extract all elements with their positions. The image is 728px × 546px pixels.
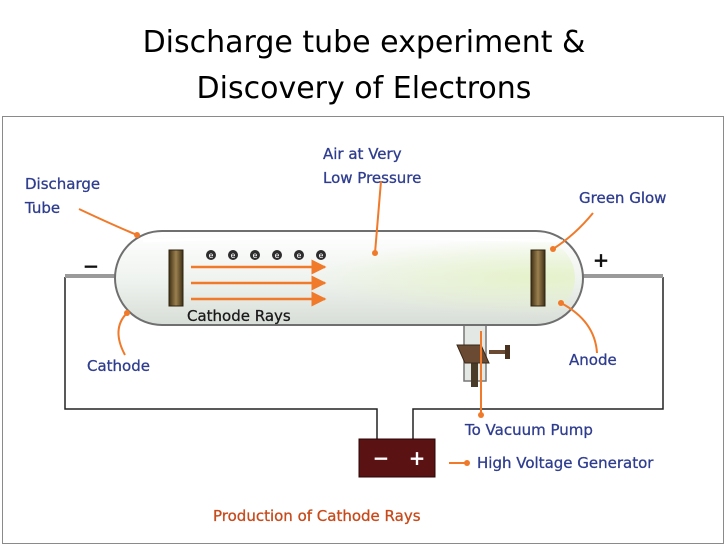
electron-4 [272,250,282,260]
electron-5 [294,250,304,260]
label-anode: Anode [569,351,617,369]
high-voltage-battery [358,438,436,478]
label-high-voltage-generator: High Voltage Generator [477,454,654,472]
anode-plate [530,249,546,307]
battery-minus-sign: − [373,446,390,470]
leader-discharge-tube [78,208,138,236]
leader-lines [78,180,598,466]
wire-cathode-side [64,277,378,439]
cathode-plate [168,249,184,307]
leader-cathode [117,312,128,356]
electron-label-5: e [297,251,302,260]
label-cathode-rays: Cathode Rays [187,307,291,325]
label-cathode: Cathode [87,357,150,375]
title-line-1: Discharge tube experiment & [142,25,586,60]
leader-air [374,180,382,254]
circuit-wires [64,277,664,439]
electron-label-2: e [231,251,236,260]
anode-terminal-sign: + [593,248,610,272]
electron-label-6: e [319,251,324,260]
discharge-tube-diagram: e e e e e e [24,145,667,525]
title-line-2: Discovery of Electrons [196,71,532,106]
discharge-tube [114,230,584,326]
wire-anode-side [412,277,664,439]
label-discharge: Discharge [25,175,100,193]
label-tube: Tube [24,199,60,217]
diagram-frame: e e e e e e [2,116,724,544]
battery-plus-sign: + [409,446,426,470]
anode-rod [541,274,663,278]
leader-anode [560,302,598,354]
electron-6 [316,250,326,260]
leader-green-glow [552,212,594,250]
electrons: e e e e e e [206,250,326,260]
label-vacuum-pump: To Vacuum Pump [464,421,593,439]
electron-label-4: e [275,251,280,260]
cathode-ray-arrows [191,259,327,307]
cathode-terminal-sign: − [83,254,100,278]
label-air-1: Air at Very [323,145,402,163]
electron-label-3: e [253,251,258,260]
label-air-2: Low Pressure [323,169,421,187]
label-green-glow: Green Glow [579,189,666,207]
electron-1 [206,250,216,260]
electron-3 [250,250,260,260]
electron-2 [228,250,238,260]
electron-label-1: e [209,251,214,260]
slide-title: Discharge tube experiment & Discovery of… [0,20,728,110]
diagram-caption: Production of Cathode Rays [213,507,421,525]
